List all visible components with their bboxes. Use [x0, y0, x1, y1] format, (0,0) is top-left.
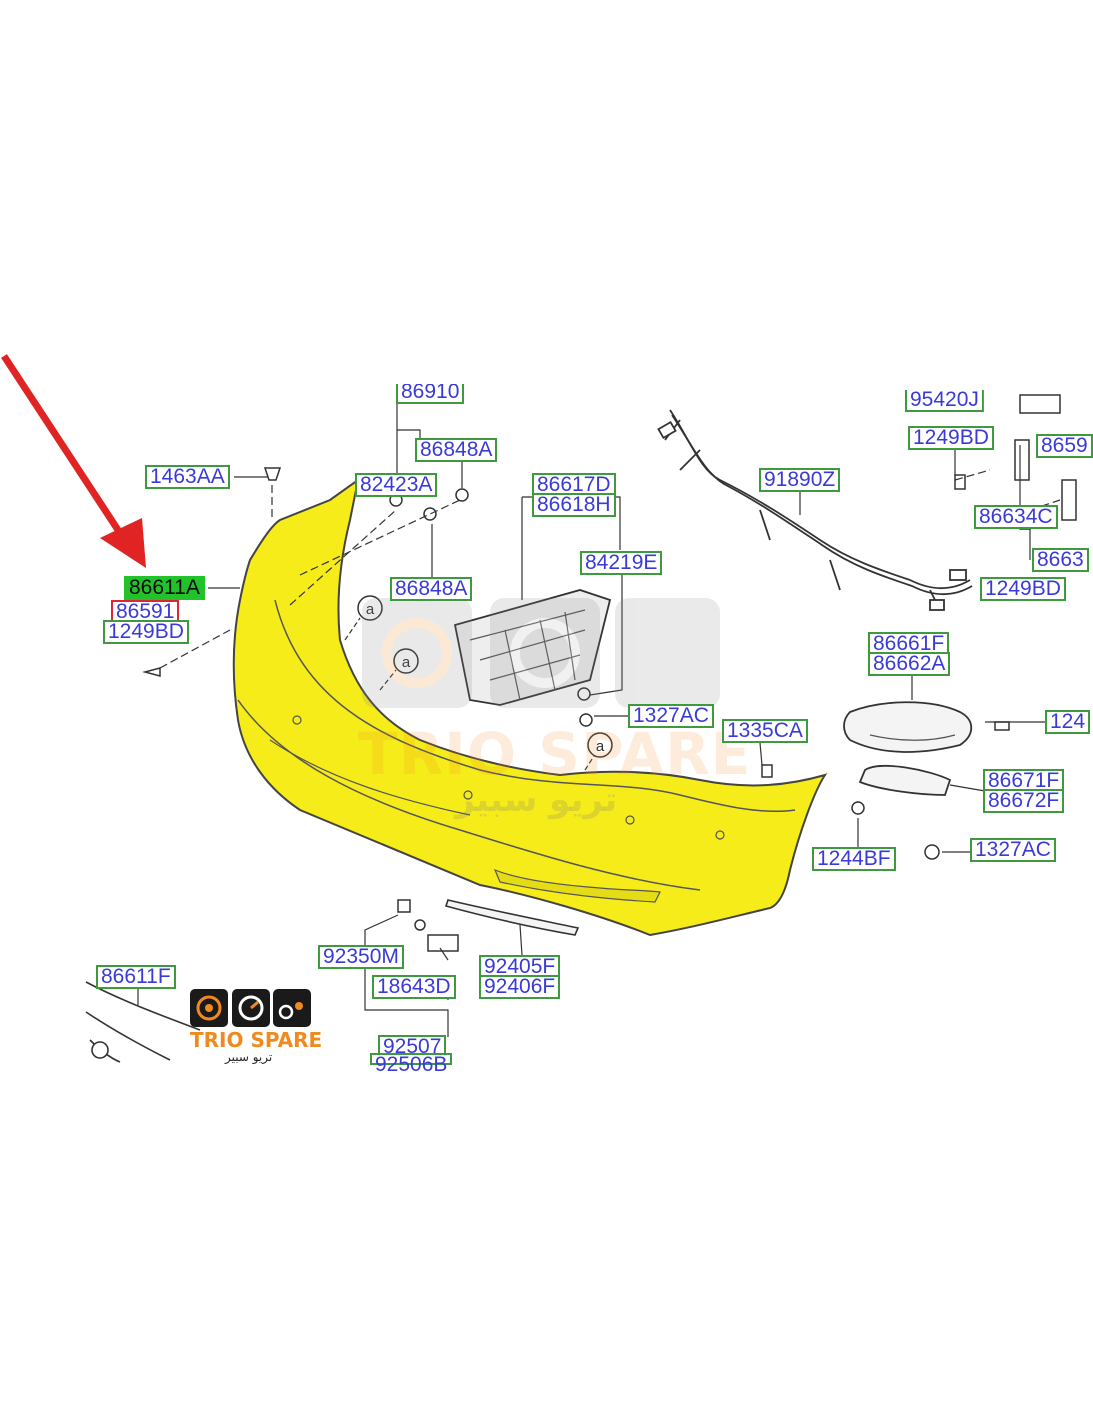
- part-label[interactable]: 95420J: [905, 390, 984, 412]
- part-label[interactable]: 86662A: [868, 652, 951, 676]
- brand-logo-icon: [190, 989, 311, 1027]
- callout-letter: a: [366, 601, 375, 618]
- callout-letter: a: [596, 738, 605, 755]
- part-label-selected[interactable]: 86611A: [124, 576, 205, 600]
- part-label[interactable]: 1249BD: [980, 577, 1066, 601]
- part-label[interactable]: 86910: [396, 384, 465, 404]
- part-label[interactable]: 92506B: [370, 1053, 453, 1075]
- part-label[interactable]: 91890Z: [759, 468, 841, 492]
- part-label[interactable]: 1249BD: [103, 620, 189, 644]
- red-arrow-icon: [1, 354, 146, 568]
- part-label[interactable]: 18643D: [372, 975, 456, 999]
- part-label[interactable]: 84219E: [580, 551, 663, 575]
- part-label[interactable]: 8659: [1036, 434, 1093, 458]
- part-label[interactable]: 1335CA: [722, 719, 808, 743]
- wiring-harness-part: [657, 409, 973, 611]
- trim-strip-part: [444, 899, 580, 936]
- part-label[interactable]: 86848A: [415, 438, 498, 462]
- part-label[interactable]: 1327AC: [628, 704, 714, 728]
- part-label[interactable]: 1327AC: [970, 838, 1056, 862]
- part-label[interactable]: 92350M: [318, 945, 404, 969]
- part-label[interactable]: 86618H: [532, 493, 616, 517]
- part-label[interactable]: 86672F: [983, 789, 1065, 813]
- bumper-cover-part: [232, 477, 828, 937]
- part-label[interactable]: 1463AA: [145, 465, 230, 489]
- reflector-part: [843, 701, 973, 796]
- center-bracket-part: [453, 589, 612, 727]
- part-label[interactable]: 8663: [1032, 548, 1089, 572]
- part-label[interactable]: 1244BF: [812, 847, 896, 871]
- callout-letter: a: [402, 654, 411, 671]
- part-label[interactable]: 86611F: [96, 965, 176, 989]
- part-label[interactable]: 92406F: [479, 975, 561, 999]
- part-label[interactable]: 1249BD: [908, 426, 994, 450]
- part-label[interactable]: 86848A: [390, 577, 473, 601]
- part-label[interactable]: 86634C: [974, 505, 1058, 529]
- part-label[interactable]: 82423A: [355, 473, 438, 497]
- fasteners: [142, 394, 1077, 952]
- watermark-logo-icon: [362, 598, 720, 708]
- part-label[interactable]: 124: [1045, 710, 1091, 734]
- lower-bumper-part: [85, 981, 201, 1063]
- callout-circles: a a a: [344, 595, 613, 771]
